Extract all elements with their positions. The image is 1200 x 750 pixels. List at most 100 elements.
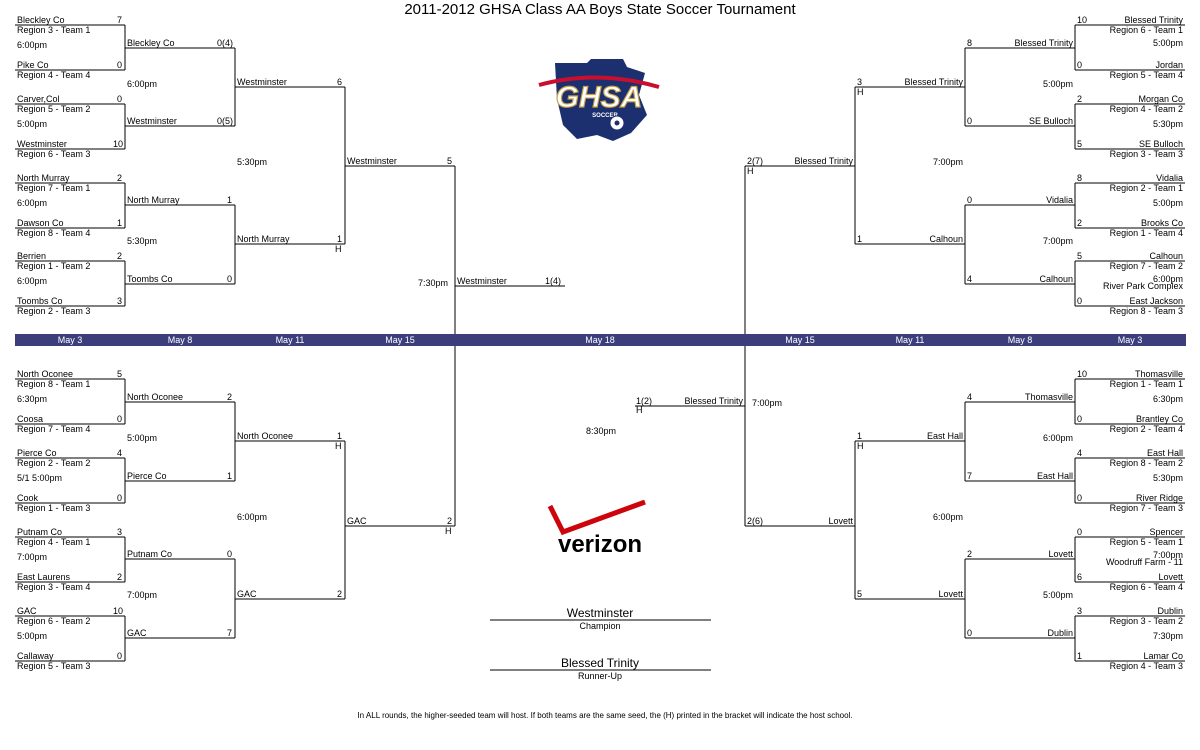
ghsa-logo-subtext: SOCCER bbox=[592, 113, 618, 119]
bracket-label: 3 bbox=[1077, 606, 1083, 616]
bracket-label: 5/1 5:00pm bbox=[17, 473, 63, 483]
champion-label: Champion bbox=[579, 621, 621, 631]
bracket-label: 10 bbox=[1077, 15, 1088, 25]
bracket-label: 5 bbox=[117, 369, 123, 379]
bracket-label: Region 1 - Team 3 bbox=[17, 503, 91, 513]
bracket-label: GAC bbox=[237, 589, 257, 599]
bracket-label: SE Bulloch bbox=[1028, 116, 1073, 126]
bracket-label: 5:30pm bbox=[1152, 473, 1183, 483]
bracket-label: 1 bbox=[117, 218, 123, 228]
bracket-label: 2 bbox=[337, 589, 343, 599]
bracket-label: H bbox=[335, 244, 342, 254]
bracket-label: Region 5 - Team 1 bbox=[1109, 537, 1183, 547]
ghsa-logo: GHSA SOCCER bbox=[527, 55, 672, 145]
bracket-label: 0 bbox=[967, 628, 973, 638]
bracket-label: 2 bbox=[1077, 94, 1083, 104]
bracket-label: 2 bbox=[967, 549, 973, 559]
bracket-label: 7:00pm bbox=[1042, 236, 1073, 246]
bracket-label: North Murray bbox=[17, 173, 70, 183]
bracket-label: 2 bbox=[227, 392, 233, 402]
bracket-label: Berrien bbox=[17, 251, 47, 261]
bracket-label: 7:00pm bbox=[932, 157, 963, 167]
bracket-label: Westminster bbox=[347, 156, 397, 166]
bracket-label: 6:00pm bbox=[127, 79, 158, 89]
bracket-label: 2 bbox=[117, 173, 123, 183]
bracket-label: Region 7 - Team 4 bbox=[17, 424, 91, 434]
bracket-label: 7:00pm bbox=[1152, 550, 1183, 560]
bracket-label: H bbox=[636, 405, 643, 415]
champion-name: Westminster bbox=[566, 606, 634, 620]
bracket-label: 6 bbox=[1077, 572, 1083, 582]
bracket-label: 3 bbox=[117, 527, 123, 537]
date-label: May 11 bbox=[895, 335, 925, 345]
bracket-label: Region 2 - Team 2 bbox=[17, 458, 91, 468]
bracket-label: Region 1 - Team 2 bbox=[17, 261, 91, 271]
bracket-label: 2 bbox=[1077, 218, 1083, 228]
bracket-label: Region 3 - Team 3 bbox=[1109, 149, 1183, 159]
bracket-label: 6:00pm bbox=[17, 40, 48, 50]
bracket-label: 7:30pm bbox=[1152, 631, 1183, 641]
bracket-label: Bleckley Co bbox=[127, 38, 175, 48]
bracket-label: Region 7 - Team 2 bbox=[1109, 261, 1183, 271]
bracket-label: 7 bbox=[967, 471, 973, 481]
bracket-label: 8:30pm bbox=[586, 426, 617, 436]
bracket-label: 1(4) bbox=[545, 276, 562, 286]
bracket-label: 8 bbox=[967, 38, 973, 48]
bracket-label: Calhoun bbox=[1039, 274, 1073, 284]
bracket-label: Region 7 - Team 1 bbox=[17, 183, 91, 193]
bracket-label: Lovett bbox=[938, 589, 963, 599]
bracket-label: 0 bbox=[1077, 527, 1083, 537]
bracket-label: Region 8 - Team 1 bbox=[17, 379, 91, 389]
bracket-label: Westminster bbox=[457, 276, 507, 286]
bracket-label: Region 6 - Team 4 bbox=[1109, 582, 1183, 592]
bracket-label: 7:00pm bbox=[127, 590, 158, 600]
bracket-label: 5:00pm bbox=[1042, 590, 1073, 600]
bracket-label: 0 bbox=[967, 116, 973, 126]
bracket-label: Region 5 - Team 3 bbox=[17, 661, 91, 671]
bracket-label: Pike Co bbox=[17, 60, 49, 70]
bracket-label: Pierce Co bbox=[17, 448, 57, 458]
bracket-label: Blessed Trinity bbox=[1014, 38, 1073, 48]
bracket-label: 0 bbox=[1077, 60, 1083, 70]
bracket-label: 0 bbox=[117, 651, 123, 661]
bracket-label: Vidalia bbox=[1156, 173, 1183, 183]
bracket-label: H bbox=[445, 526, 452, 536]
bracket-label: 6 bbox=[337, 77, 343, 87]
bracket-label: Region 3 - Team 2 bbox=[1109, 616, 1183, 626]
bracket-label: Coosa bbox=[17, 414, 44, 424]
bracket-label: 2 bbox=[117, 572, 123, 582]
bracket-label: Pierce Co bbox=[127, 471, 167, 481]
bracket-label: Jordan bbox=[1155, 60, 1183, 70]
bracket-label: 6:30pm bbox=[1152, 394, 1183, 404]
bracket-label: 5:00pm bbox=[17, 631, 48, 641]
bracket-label: Morgan Co bbox=[1138, 94, 1183, 104]
bracket-label: GAC bbox=[17, 606, 37, 616]
bracket-label: Brooks Co bbox=[1140, 218, 1183, 228]
bracket-label: East Hall bbox=[926, 431, 963, 441]
bracket-label: 0 bbox=[117, 414, 123, 424]
page-title: 2011-2012 GHSA Class AA Boys State Socce… bbox=[404, 1, 796, 18]
bracket-label: 5:30pm bbox=[127, 236, 158, 246]
bracket-label: Westminster bbox=[127, 116, 177, 126]
bracket-label: Blessed Trinity bbox=[794, 156, 853, 166]
bracket-label: East Hall bbox=[1036, 471, 1073, 481]
bracket-label: North Oconee bbox=[17, 369, 74, 379]
bracket-label: River Ridge bbox=[1135, 493, 1183, 503]
bracket-label: 5:30pm bbox=[237, 157, 268, 167]
bracket-label: 10 bbox=[113, 606, 124, 616]
bracket-label: GAC bbox=[127, 628, 147, 638]
bracket-label: 1(2) bbox=[636, 396, 653, 406]
bracket-label: 5:00pm bbox=[1042, 79, 1073, 89]
bracket-label: 4 bbox=[967, 274, 973, 284]
bracket-label: 5 bbox=[1077, 139, 1083, 149]
date-label: May 8 bbox=[1007, 335, 1033, 345]
bracket-label: Dublin bbox=[1157, 606, 1183, 616]
bracket-label: Region 6 - Team 2 bbox=[17, 616, 91, 626]
bracket-label: Callaway bbox=[17, 651, 54, 661]
bracket-label: Region 6 - Team 1 bbox=[1109, 25, 1183, 35]
bracket-label: 6:30pm bbox=[17, 394, 48, 404]
bracket-label: Region 2 - Team 3 bbox=[17, 306, 91, 316]
bracket-label: Thomasville bbox=[1134, 369, 1183, 379]
bracket-label: Dublin bbox=[1047, 628, 1073, 638]
